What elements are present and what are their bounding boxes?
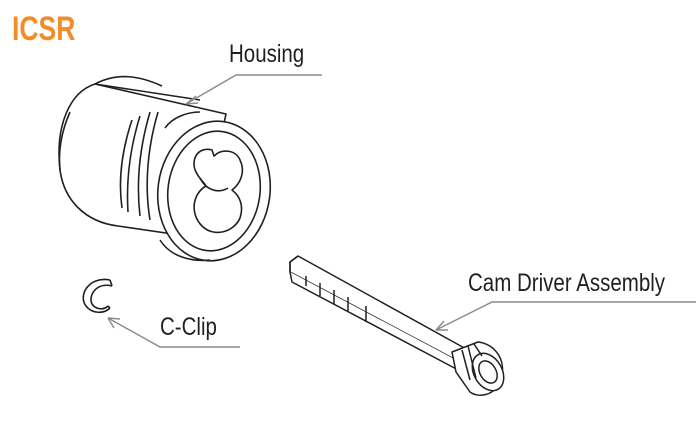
diagram-title: ICSR	[12, 10, 76, 48]
cam-driver-part	[289, 255, 505, 396]
c-clip-label: C-Clip	[160, 313, 217, 341]
housing-arrowhead	[185, 95, 199, 105]
cam-driver-label: Cam Driver Assembly	[468, 269, 666, 297]
c-clip-arrowhead	[107, 317, 121, 329]
c-clip-part	[82, 278, 113, 314]
housing-leader	[185, 74, 322, 105]
housing-part	[58, 75, 272, 262]
c-clip-leader	[107, 317, 240, 348]
leader-lines	[107, 74, 696, 348]
cam-driver-leader	[435, 301, 696, 331]
cam-driver-arrowhead	[435, 320, 448, 331]
housing-label: Housing	[229, 40, 305, 68]
